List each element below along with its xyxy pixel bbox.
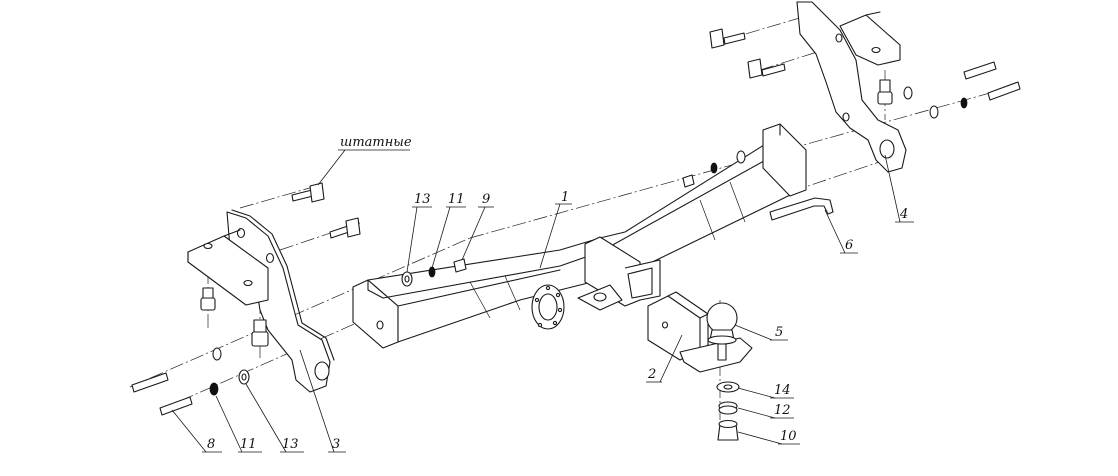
left-mounting-bracket [187,209,335,393]
callout-12: 12 [774,403,791,418]
callout-1: 1 [561,190,569,205]
main-cross-beam [352,123,807,349]
callout-13-top: 13 [414,192,431,207]
standard-bolts-note: штатные [340,135,412,150]
beam-left-fasteners [401,258,467,287]
ball-fasteners [716,381,740,441]
beam-right-fasteners [682,150,746,188]
callout-4: 4 [899,207,908,222]
socket-bracket [769,197,834,221]
callout-10: 10 [780,429,797,444]
hitch-insert [647,291,753,373]
callout-5: 5 [775,325,783,340]
callout-14: 14 [774,383,791,398]
callout-2: 2 [647,367,656,382]
right-mounting-bracket [796,1,907,173]
callout-11-top: 11 [448,192,465,207]
axis-lines [129,11,1016,420]
tow-ball [706,302,738,361]
leader-lines [171,149,914,453]
left-lower-fasteners [131,347,250,416]
callout-8: 8 [207,437,215,452]
right-upper-bolts [709,28,893,105]
left-vertical-bolts [200,287,269,347]
callout-9: 9 [482,192,490,207]
callout-3: 3 [332,437,340,452]
callout-6: 6 [845,238,853,253]
callout-13-bottom: 13 [282,437,299,452]
standard-bolts [291,182,361,239]
callout-11-bottom: 11 [240,437,257,452]
right-lower-fasteners [903,61,1021,119]
callout-labels: 1 2 3 4 5 6 8 9 11 13 11 13 14 12 10 шта… [207,135,908,452]
